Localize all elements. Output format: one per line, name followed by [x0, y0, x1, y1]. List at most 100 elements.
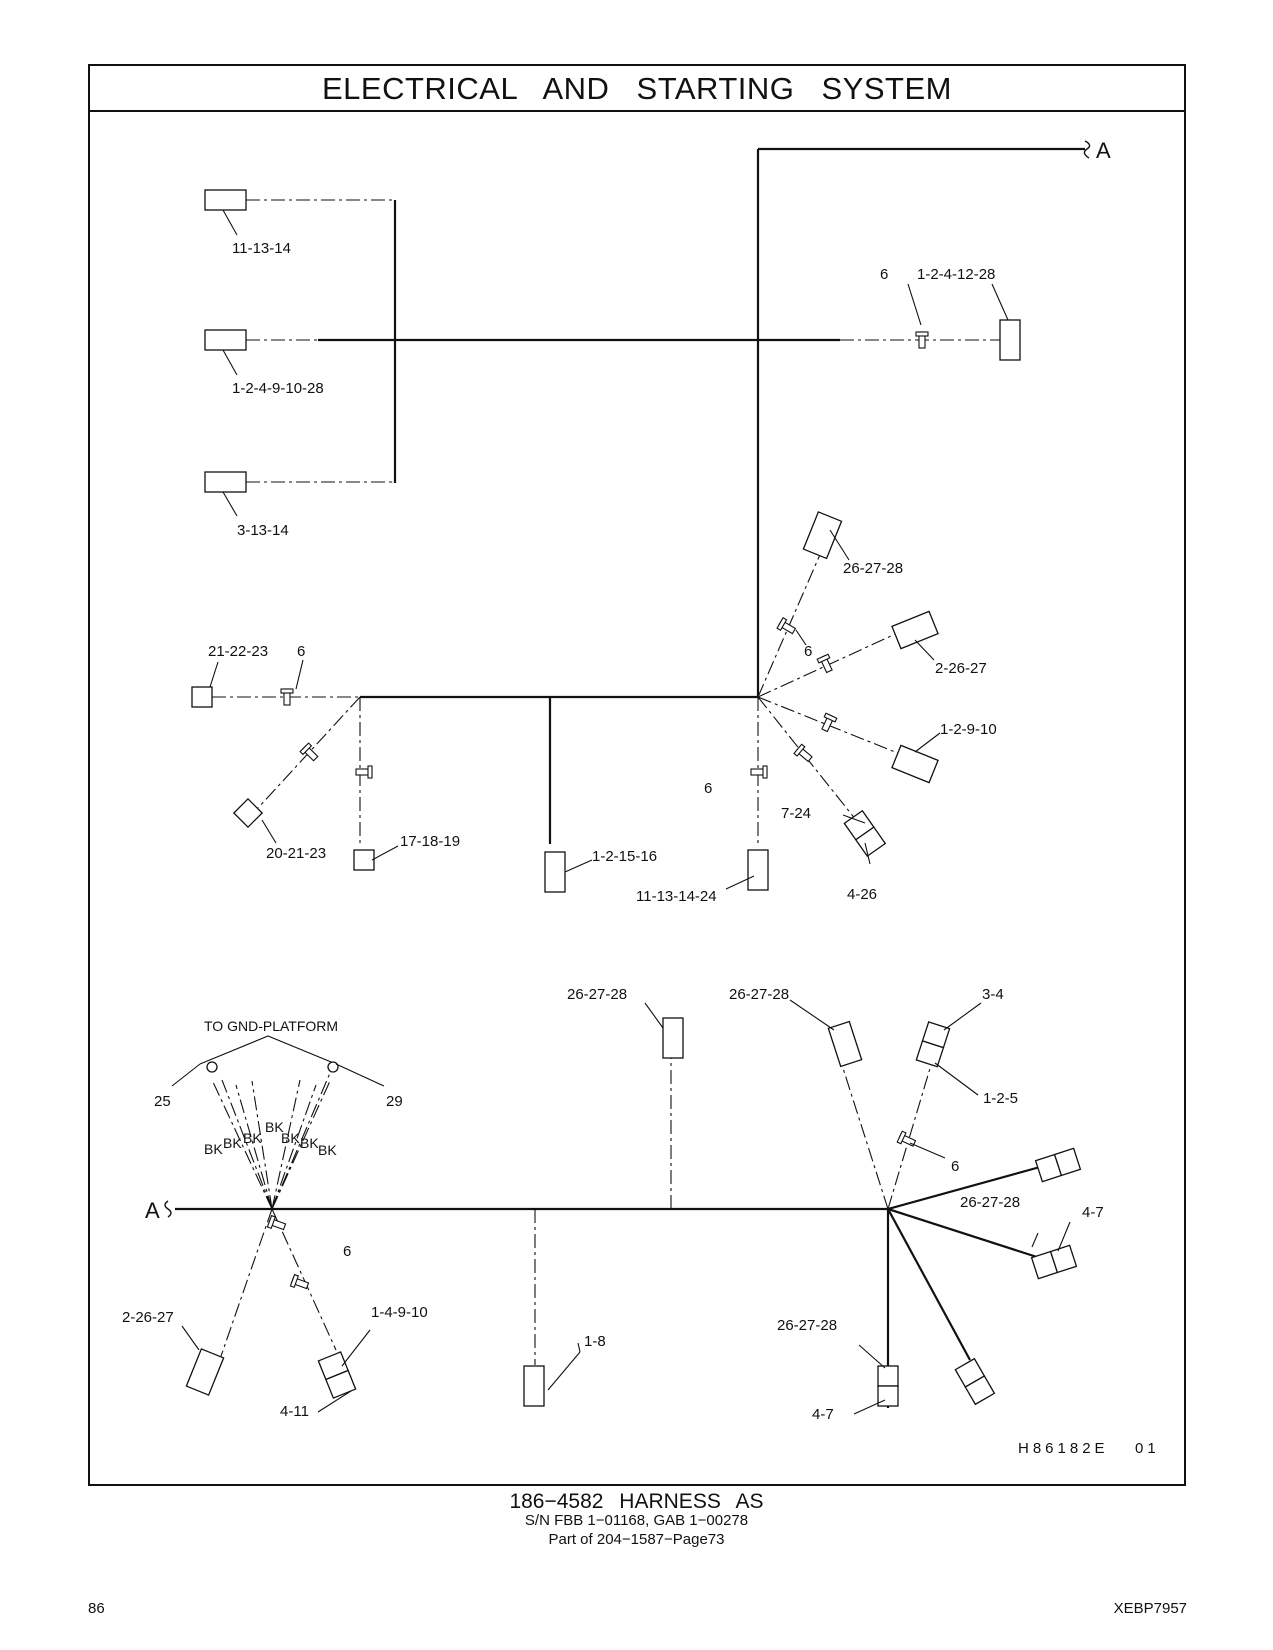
- connector-11-13-14: [204, 189, 247, 211]
- upper-callouts: 11-13-14 1-2-4-9-10-28 3-13-14 6 1-2-4-1…: [208, 138, 1111, 905]
- upper-ground-studs: [280, 331, 929, 779]
- callout-label: 11-13-14: [232, 240, 291, 257]
- connector-11-13-14-24: [747, 849, 769, 891]
- upper-leader-lines: [209, 209, 1009, 890]
- connector-21-22-23: [191, 686, 213, 708]
- ground-bracket: [199, 1035, 337, 1065]
- callout-label: 26-27-28: [777, 1317, 837, 1334]
- caption-serial-numbers: S/N FBB 1−01168, GAB 1−00278: [524, 1512, 749, 1529]
- callout-label: 29: [386, 1093, 403, 1110]
- stud-icon: [821, 712, 838, 733]
- stud-icon: [355, 765, 373, 779]
- stud-icon: [793, 743, 813, 763]
- connector-17-18-19: [353, 849, 375, 871]
- callout-label: 1-2-9-10: [940, 721, 997, 738]
- connector-3-13-14: [204, 471, 247, 493]
- diagram-frame: ELECTRICAL AND STARTING SYSTEM: [88, 64, 1186, 1486]
- callout-label: 20-21-23: [266, 845, 326, 862]
- callout-label: 26-27-28: [729, 986, 789, 1003]
- stud-icon: [750, 765, 768, 779]
- ground-terminal-29: [327, 1061, 339, 1073]
- callout-label: BK: [300, 1135, 319, 1151]
- connector-2-26-27-lower: [185, 1348, 225, 1396]
- stud-icon: [776, 617, 797, 635]
- callout-label: 1-2-5: [983, 1090, 1018, 1107]
- lower-harness-wires: [164, 1057, 1041, 1408]
- connector-1-2-9-10: [891, 744, 939, 784]
- callout-label: BK: [243, 1130, 262, 1146]
- callout-label: 1-4-9-10: [371, 1304, 428, 1321]
- upper-harness-wires: [212, 140, 1091, 847]
- callout-label: 1-2-4-12-28: [917, 266, 995, 283]
- callout-label: TO GND-PLATFORM: [204, 1018, 338, 1034]
- callout-label: 6: [343, 1243, 351, 1260]
- connector-2-26-27-upper: [891, 610, 939, 650]
- marker-a-top: A: [1096, 138, 1111, 163]
- connector-26-27-28-4-7-right: [1030, 1244, 1078, 1280]
- upper-connectors: [191, 189, 1021, 893]
- connector-1-2-15-16: [544, 851, 566, 893]
- callout-label: 21-22-23: [208, 643, 268, 660]
- callout-label: 6: [704, 780, 712, 797]
- stud-icon: [896, 1130, 917, 1147]
- page-title: ELECTRICAL AND STARTING SYSTEM: [90, 66, 1184, 112]
- connector-26-27-28-top: [662, 1017, 684, 1059]
- drawing-id: H86182E: [1018, 1440, 1109, 1457]
- connector-7-24-4-26: [843, 809, 887, 858]
- connector-20-21-23: [232, 797, 264, 829]
- document-code: XEBP7957: [1113, 1600, 1187, 1617]
- callout-label: 6: [297, 643, 305, 660]
- marker-a-left: A: [145, 1198, 160, 1223]
- caption-part-of: Part of 204−1587−Page73: [548, 1531, 725, 1548]
- callout-label: BK: [204, 1141, 223, 1157]
- callout-label: 17-18-19: [400, 833, 460, 850]
- connector-26-27-28-upper: [802, 511, 843, 560]
- callout-label: 11-13-14-24: [636, 888, 717, 905]
- connector-1-8: [523, 1365, 545, 1407]
- callout-label: 1-8: [584, 1333, 606, 1350]
- stud-icon: [915, 331, 929, 349]
- callout-label: 1-2-15-16: [592, 848, 657, 865]
- stud-icon: [299, 742, 319, 762]
- callout-label: 7-24: [781, 805, 811, 822]
- caption-title: 186−4582 HARNESS AS: [509, 1490, 764, 1513]
- callout-label: 4-7: [1082, 1204, 1104, 1221]
- callout-label: BK: [223, 1135, 242, 1151]
- callout-label: 6: [880, 266, 888, 283]
- connector-3-4-1-2-5: [915, 1021, 951, 1068]
- callout-label: 25: [154, 1093, 171, 1110]
- callout-label: 6: [804, 643, 812, 660]
- lower-leader-lines: [171, 999, 1071, 1415]
- connector-1-2-4-12-28: [999, 319, 1021, 361]
- callout-label: 3-4: [982, 986, 1004, 1003]
- connector-lower-diagonal: [954, 1357, 996, 1406]
- stud-icon: [289, 1273, 310, 1290]
- callout-label: BK: [281, 1130, 300, 1146]
- callout-label: 6: [951, 1158, 959, 1175]
- drawing-rev: 01: [1135, 1440, 1160, 1457]
- callout-label: BK: [318, 1142, 337, 1158]
- ground-terminal-25: [206, 1061, 218, 1073]
- connector-right-upper: [1034, 1147, 1082, 1183]
- connector-26-27-28-upright: [827, 1020, 863, 1068]
- stud-icon: [266, 1214, 287, 1231]
- stud-icon: [280, 688, 294, 706]
- callout-label: 26-27-28: [567, 986, 627, 1003]
- callout-label: 3-13-14: [237, 522, 289, 539]
- callout-label: 4-26: [847, 886, 877, 903]
- page-number: 86: [88, 1600, 105, 1617]
- callout-label: 26-27-28: [843, 560, 903, 577]
- callout-label: 2-26-27: [122, 1309, 174, 1326]
- connector-1-4-9-10-4-11: [317, 1351, 357, 1399]
- lower-callouts: TO GND-PLATFORM 25 29 BK BK BK BK BK BK …: [122, 986, 1160, 1457]
- callout-label: 1-2-4-9-10-28: [232, 380, 324, 397]
- callout-label: 4-7: [812, 1406, 834, 1423]
- callout-label: BK: [265, 1119, 284, 1135]
- callout-label: 4-11: [280, 1403, 309, 1420]
- stud-icon: [816, 653, 833, 674]
- connector-1-2-4-9-10-28: [204, 329, 247, 351]
- callout-label: 26-27-28: [960, 1194, 1020, 1211]
- connector-26-27-28-4-7-bottom: [877, 1365, 899, 1407]
- lower-ground-and-connectors: [185, 1017, 1082, 1407]
